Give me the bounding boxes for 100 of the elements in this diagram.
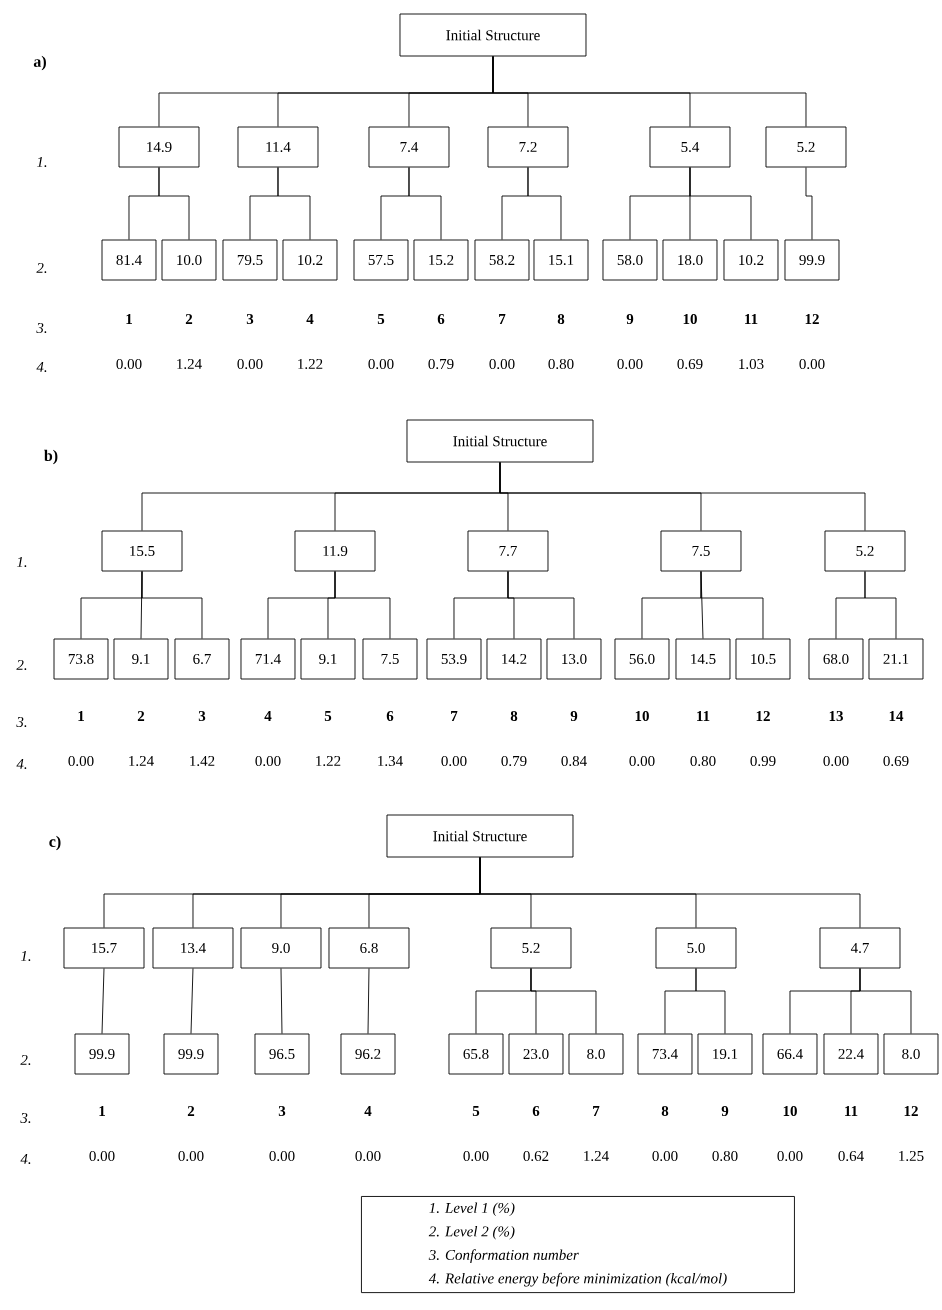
row-label: 2. bbox=[16, 659, 27, 671]
energy-value: 0.00 bbox=[89, 1150, 115, 1162]
row-label: 2. bbox=[36, 262, 47, 274]
connector-line bbox=[527, 167, 562, 240]
energy-value: 0.62 bbox=[523, 1150, 549, 1162]
root-box: Initial Structure bbox=[399, 13, 587, 57]
energy-value: 0.69 bbox=[883, 755, 909, 767]
value-box: 13.0 bbox=[546, 638, 602, 680]
connector-line bbox=[530, 968, 597, 1034]
energy-value: 0.00 bbox=[237, 358, 263, 370]
conformation-number: 10 bbox=[635, 710, 649, 722]
energy-value: 1.42 bbox=[190, 755, 215, 767]
value-box: 23.0 bbox=[508, 1033, 564, 1075]
value-box: 5.0 bbox=[655, 927, 737, 969]
connector-line bbox=[805, 167, 813, 240]
connector-line bbox=[700, 571, 764, 639]
value-box: 15.7 bbox=[63, 927, 145, 969]
energy-value: 0.00 bbox=[368, 358, 394, 370]
value-box: 19.1 bbox=[697, 1033, 753, 1075]
conformation-number: 1 bbox=[126, 314, 132, 324]
conformation-number: 5 bbox=[377, 314, 385, 324]
energy-value: 0.00 bbox=[116, 358, 142, 370]
value-box: 65.8 bbox=[448, 1033, 504, 1075]
value-box: 4.7 bbox=[819, 927, 901, 969]
energy-value: 0.00 bbox=[489, 358, 515, 370]
value-box: 9.0 bbox=[240, 927, 322, 969]
connector-line bbox=[864, 571, 897, 639]
conformation-number: 1 bbox=[78, 711, 84, 721]
conformation-number: 7 bbox=[593, 1106, 600, 1116]
row-label: 1. bbox=[20, 950, 31, 962]
energy-value: 1.03 bbox=[739, 358, 764, 370]
energy-value: 1.25 bbox=[899, 1150, 924, 1162]
value-box: 10.2 bbox=[723, 239, 779, 281]
conformation-number: 3 bbox=[278, 1105, 286, 1117]
conformation-number: 6 bbox=[532, 1105, 540, 1117]
value-box: 5.2 bbox=[490, 927, 572, 969]
value-box: 22.4 bbox=[823, 1033, 879, 1075]
value-box: 7.5 bbox=[660, 530, 742, 572]
conformation-number: 1 bbox=[99, 1106, 105, 1116]
panel-label: b) bbox=[44, 449, 58, 465]
value-box: 96.5 bbox=[254, 1033, 310, 1075]
conformation-number: 12 bbox=[756, 711, 770, 721]
value-box: 68.0 bbox=[808, 638, 864, 680]
connector-line bbox=[280, 968, 283, 1034]
value-box: 13.4 bbox=[152, 927, 234, 969]
value-box: 11.4 bbox=[237, 126, 319, 168]
connector-line bbox=[334, 571, 391, 639]
conformation-number: 4 bbox=[364, 1106, 372, 1116]
value-box: 11.9 bbox=[294, 530, 376, 572]
energy-value: 0.99 bbox=[750, 755, 776, 767]
conformation-number: 3 bbox=[246, 314, 254, 325]
row-label: 1. bbox=[36, 156, 47, 168]
value-box: 15.5 bbox=[101, 530, 183, 572]
energy-value: 0.00 bbox=[777, 1150, 803, 1162]
legend-box: 1. Level 1 (%) 2. Level 2 (%) 3. Conformation number 4. Relative energy before minimization (kcal/mol) bbox=[361, 1196, 795, 1294]
energy-value: 0.80 bbox=[712, 1150, 738, 1162]
conformation-number: 9 bbox=[721, 1105, 729, 1117]
energy-value: 1.24 bbox=[177, 358, 202, 370]
panel-label: c) bbox=[49, 835, 61, 851]
value-box: 15.2 bbox=[413, 239, 469, 281]
value-box: 79.5 bbox=[222, 239, 278, 281]
value-box: 14.2 bbox=[486, 638, 542, 680]
root-box: Initial Structure bbox=[386, 814, 574, 858]
conformation-number: 12 bbox=[805, 314, 819, 324]
conformation-number: 2 bbox=[137, 711, 145, 721]
value-box: 99.9 bbox=[784, 239, 840, 281]
value-box: 15.1 bbox=[533, 239, 589, 281]
row-label: 2. bbox=[20, 1054, 31, 1066]
conformation-number: 9 bbox=[626, 314, 634, 325]
connector-line bbox=[859, 968, 912, 1034]
conformation-number: 5 bbox=[472, 1106, 480, 1116]
energy-value: 0.00 bbox=[823, 755, 849, 767]
energy-value: 1.24 bbox=[584, 1150, 609, 1162]
value-box: 10.2 bbox=[282, 239, 338, 281]
energy-value: 0.00 bbox=[652, 1150, 678, 1162]
energy-value: 0.80 bbox=[690, 755, 716, 767]
connector-line bbox=[492, 56, 807, 127]
conformation-number: 8 bbox=[510, 710, 518, 722]
energy-value: 0.84 bbox=[561, 755, 587, 767]
row-label: 4. bbox=[16, 759, 27, 770]
energy-value: 0.00 bbox=[269, 1150, 295, 1162]
connector-line bbox=[190, 968, 194, 1034]
connector-line bbox=[479, 857, 861, 928]
conformation-number: 7 bbox=[451, 711, 458, 721]
conformation-number: 4 bbox=[306, 314, 314, 324]
value-box: 14.9 bbox=[118, 126, 200, 168]
row-label: 3. bbox=[36, 322, 47, 334]
value-box: 5.2 bbox=[765, 126, 847, 168]
conformation-number: 10 bbox=[783, 1105, 797, 1117]
value-box: 8.0 bbox=[883, 1033, 939, 1075]
value-box: 81.4 bbox=[101, 239, 157, 281]
energy-value: 0.00 bbox=[617, 358, 643, 370]
connector-line bbox=[499, 462, 866, 531]
value-box: 58.2 bbox=[474, 239, 530, 281]
value-box: 8.0 bbox=[568, 1033, 624, 1075]
conformation-number: 3 bbox=[198, 711, 206, 722]
connector-line bbox=[689, 167, 752, 240]
energy-value: 1.24 bbox=[129, 755, 154, 767]
connector-line bbox=[277, 167, 311, 240]
conformation-number: 14 bbox=[889, 711, 904, 721]
